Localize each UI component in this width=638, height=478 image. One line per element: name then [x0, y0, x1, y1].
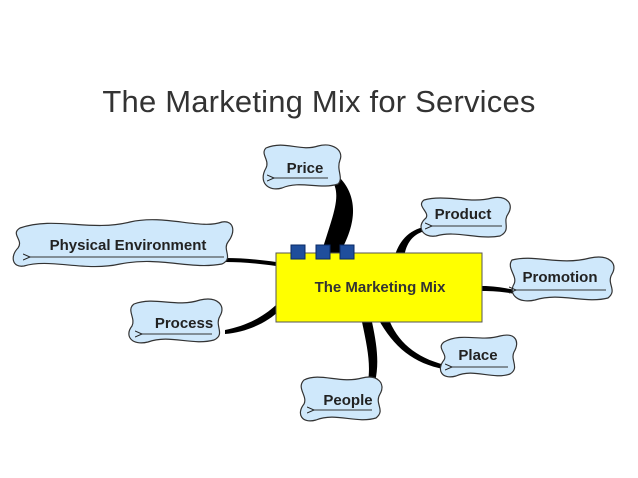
label-physical-environment: Physical Environment: [50, 237, 207, 254]
label-price: Price: [287, 160, 324, 177]
node-place: Place: [439, 334, 518, 378]
center-node: The Marketing Mix: [275, 244, 483, 323]
node-physical-environment: Physical Environment: [12, 219, 234, 268]
connector-price: [318, 176, 354, 265]
center-label: The Marketing Mix: [315, 279, 447, 296]
connector-product: [395, 226, 430, 258]
label-promotion: Promotion: [523, 269, 598, 286]
connector-people: [362, 322, 378, 392]
node-product: Product: [420, 196, 511, 238]
label-people: People: [323, 392, 372, 409]
label-product: Product: [435, 206, 492, 223]
label-process: Process: [155, 315, 213, 332]
node-process: Process: [128, 298, 223, 344]
marker-square-1: [290, 244, 306, 260]
marker-square-3: [339, 244, 355, 260]
slide-title: The Marketing Mix for Services: [102, 84, 536, 119]
node-price: Price: [262, 144, 342, 190]
label-place: Place: [458, 347, 497, 364]
node-people: People: [299, 376, 383, 422]
connector-promotion: [482, 286, 515, 294]
connector-process: [225, 305, 280, 334]
connector-place: [380, 322, 450, 370]
marker-square-2: [315, 244, 331, 260]
connector-physical-environment: [225, 258, 276, 266]
node-promotion: Promotion: [510, 256, 615, 302]
